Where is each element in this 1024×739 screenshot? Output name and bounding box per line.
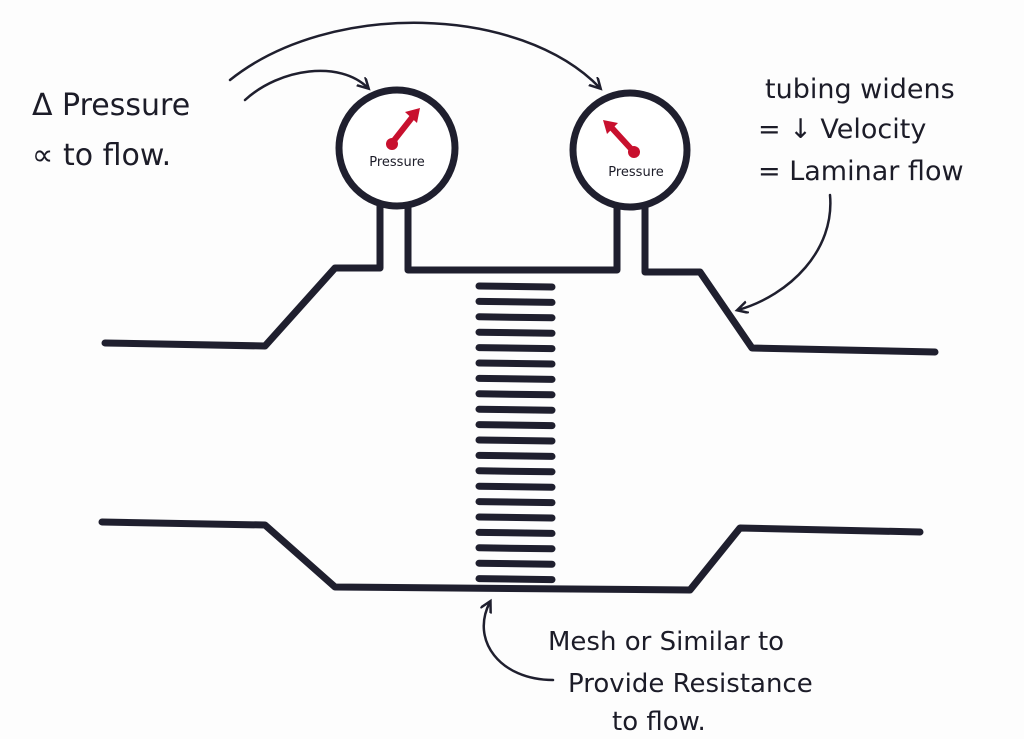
mesh-bar: [475, 421, 556, 430]
pressure-gauge-right: Pressure: [569, 89, 691, 211]
mesh-bar: [475, 451, 556, 460]
mesh-bar: [475, 436, 556, 445]
mesh-bar: [475, 374, 556, 383]
mesh-bar: [475, 282, 556, 291]
widening-note: tubing widens = ↓ Velocity = Laminar flo…: [758, 74, 964, 187]
mesh-bar: [475, 328, 556, 337]
mesh-bar: [475, 513, 556, 522]
mesh-bar: [475, 544, 556, 553]
mesh-bar: [475, 559, 556, 568]
note-line: = Laminar flow: [758, 156, 964, 187]
note-line: Mesh or Similar to: [548, 627, 784, 657]
tube-bottom-wall: [98, 518, 924, 594]
arrow-to-mesh: [484, 602, 555, 682]
note-line: Δ Pressure: [32, 88, 190, 123]
tube-top-wall-middle: [404, 191, 621, 274]
note-line: Provide Resistance: [568, 669, 813, 699]
mesh-bar: [475, 313, 556, 322]
mesh-bar: [475, 482, 556, 491]
arrow-to-right-gauge: [228, 21, 600, 88]
tube-top-wall-right: [641, 194, 939, 356]
pressure-note: Δ Pressure ∝ to flow.: [32, 88, 190, 173]
arrow-to-left-gauge: [243, 69, 368, 102]
mesh-bar: [475, 405, 556, 414]
mesh-bar: [475, 297, 556, 306]
gauge-needle-icon: [603, 120, 640, 158]
mesh-note: Mesh or Similar to Provide Resistance to…: [548, 627, 813, 737]
mesh-resistor: [475, 282, 556, 584]
note-line: tubing widens: [765, 74, 955, 105]
mesh-bar: [475, 344, 556, 353]
mesh-bar: [475, 359, 556, 368]
gauge-label: Pressure: [608, 165, 664, 180]
mesh-bar: [475, 575, 556, 584]
note-line: ∝ to flow.: [32, 138, 171, 173]
mesh-bar: [475, 467, 556, 476]
note-line: = ↓ Velocity: [758, 114, 926, 145]
pressure-gauge-left: Pressure: [335, 86, 459, 210]
gauge-needle-icon: [386, 108, 420, 150]
mesh-bar: [475, 528, 556, 537]
tube-top-wall-left: [101, 191, 384, 350]
gauge-dial: [335, 86, 459, 210]
arrow-to-widening: [738, 193, 832, 310]
gauge-label: Pressure: [369, 155, 425, 170]
note-line: to flow.: [612, 707, 706, 737]
mesh-bar: [475, 498, 556, 507]
mesh-bar: [475, 390, 556, 399]
